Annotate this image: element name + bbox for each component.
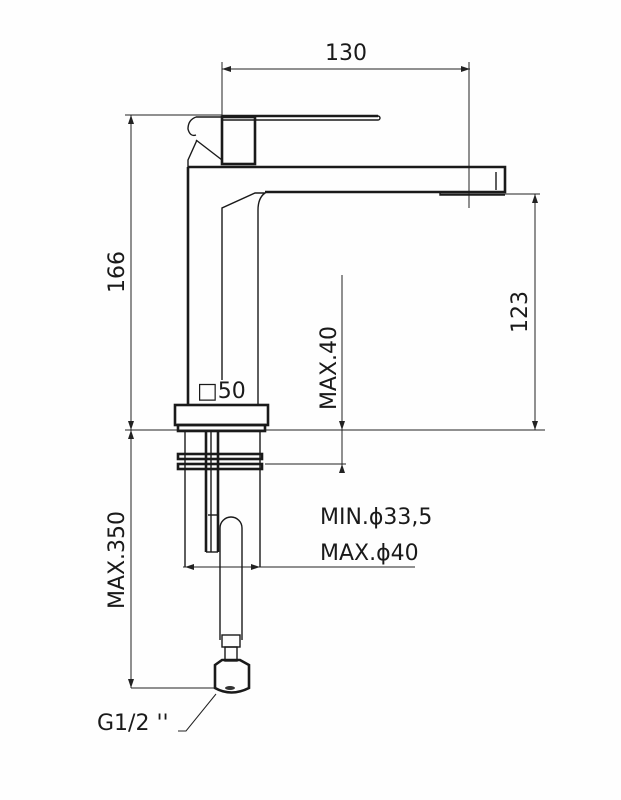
dim-130-label: 130 [325, 41, 367, 66]
dimension-hole-diameter: MIN.ϕ33,5 MAX.ϕ40 [183, 505, 432, 570]
flex-hose [213, 516, 251, 694]
dim-hole-max-label: MAX.ϕ40 [320, 541, 419, 566]
dim-base-size-label: □50 [197, 379, 246, 404]
dimension-166: 166 [105, 114, 222, 430]
base-flange: □50 [173, 379, 270, 433]
connection-label: G1/2 '' [97, 711, 169, 736]
dim-hole-min-label: MIN.ϕ33,5 [320, 505, 432, 530]
dimension-max-350: MAX.350 [105, 430, 215, 689]
dim-max-350-label: MAX.350 [105, 511, 130, 609]
under-deck-fixing [176, 431, 264, 567]
dimension-max-40: MAX.40 [265, 275, 346, 473]
dimension-130: 130 [221, 41, 470, 208]
dim-123-label: 123 [508, 291, 533, 333]
faucet-body [186, 114, 507, 405]
dim-166-label: 166 [105, 251, 130, 293]
dimension-123: 123 [440, 193, 540, 430]
dim-max-40-label: MAX.40 [317, 326, 342, 410]
connection-callout: G1/2 '' [97, 693, 217, 736]
